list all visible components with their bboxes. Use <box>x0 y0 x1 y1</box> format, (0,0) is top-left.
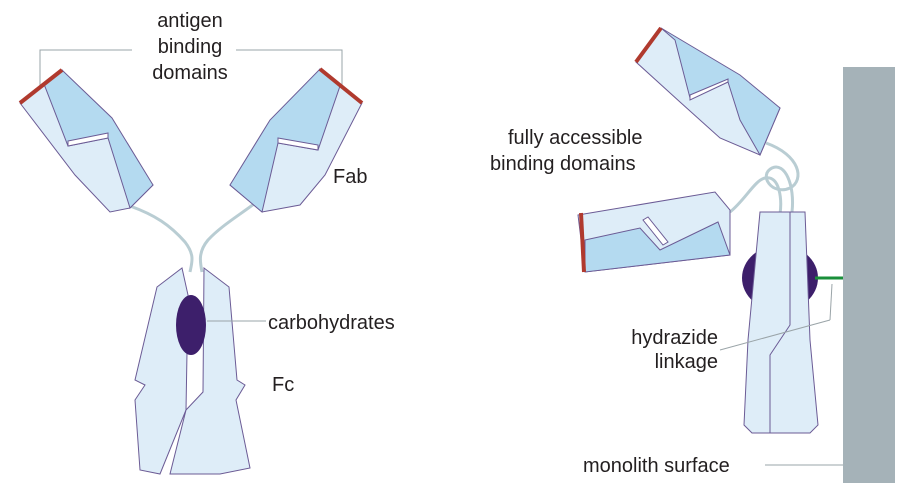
fab-upper <box>634 26 781 157</box>
fab-lower-heavy-chain <box>584 221 731 273</box>
fc-right-chain <box>169 266 251 475</box>
accessible-label-line-1: fully accessible <box>508 127 643 149</box>
monolith-surface-label: monolith surface <box>583 455 730 477</box>
fab-upper-heavy-chain <box>660 27 781 157</box>
monolith-surface <box>843 67 895 483</box>
fab-arm-right <box>229 67 364 213</box>
hydrazide-leader <box>719 319 831 351</box>
accessible-label-line-2: binding domains <box>490 153 636 175</box>
hinge-linker-left <box>129 204 194 273</box>
fab-upper-binding-tip <box>634 26 663 64</box>
fc-region-immobilized <box>743 211 819 434</box>
fab-arm-left <box>18 68 154 213</box>
carbohydrate-blob <box>176 295 206 355</box>
fab-lower-notch <box>642 216 669 246</box>
fab-upper-notch <box>689 78 729 101</box>
linker-upper <box>764 141 800 213</box>
carbohydrates-label: carbohydrates <box>268 312 395 334</box>
fab-lower <box>577 191 731 273</box>
hydrazide-label-line-1: hydrazide <box>631 327 718 349</box>
antigen-label-line-2: binding <box>158 36 223 58</box>
fab-right-binding-tip <box>318 67 364 105</box>
fab-right-notch <box>277 137 319 151</box>
antigen-label-line-3: domains <box>152 62 228 84</box>
linker-lower <box>729 176 783 215</box>
immobilized-antibody: fully accessible binding domains hydrazi… <box>490 26 895 483</box>
fab-left-notch <box>67 132 109 147</box>
antigen-label-line-1: antigen <box>157 10 223 32</box>
hydrazide-label-line-2: linkage <box>655 351 718 373</box>
fc-immobilized-body <box>743 211 819 434</box>
hinge-linker-right <box>198 196 263 273</box>
fc-region <box>134 266 266 475</box>
hydrazide-leader-end <box>829 283 833 321</box>
fab-label: Fab <box>333 166 367 188</box>
free-antibody: antigen binding domains Fab carbohydrate… <box>18 10 395 475</box>
fab-left-binding-tip <box>18 68 64 105</box>
fab-lower-binding-tip <box>579 212 586 273</box>
fc-immobilized-divider <box>769 212 791 433</box>
fc-label: Fc <box>272 374 294 396</box>
antigen-bracket <box>39 49 343 88</box>
